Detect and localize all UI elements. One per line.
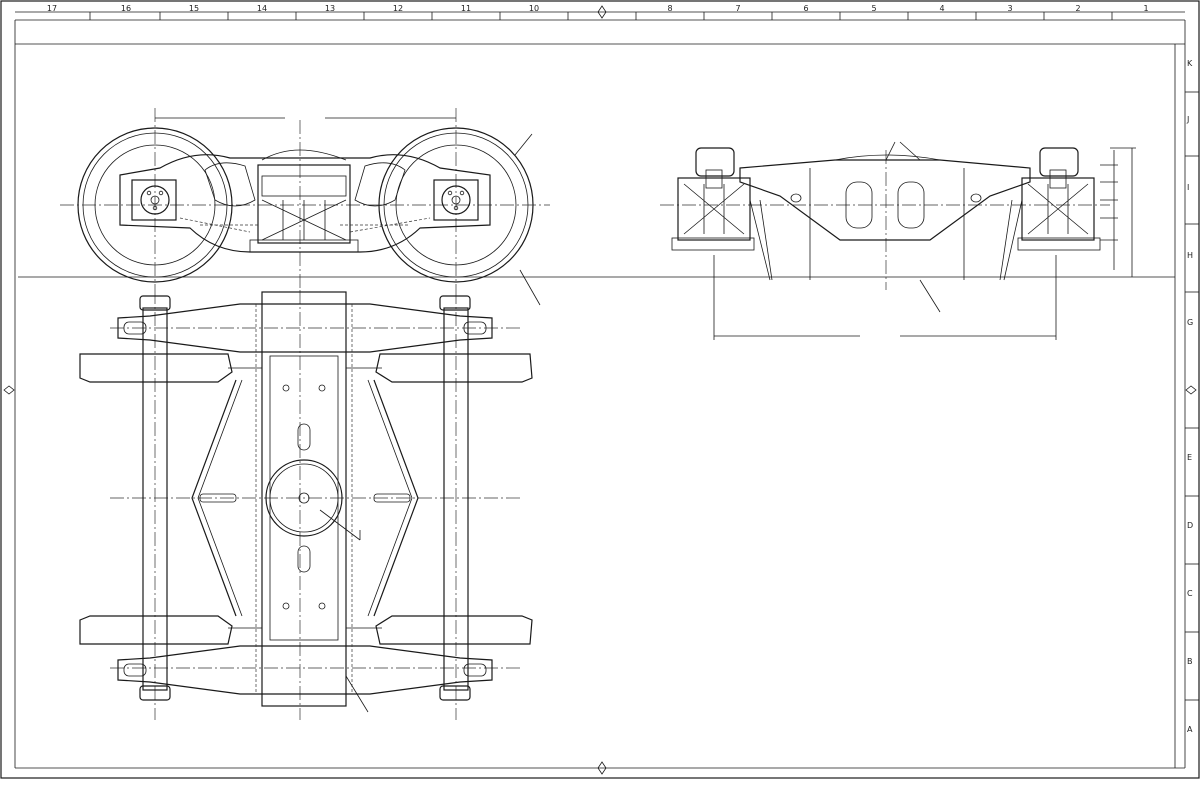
- col-label: 3: [1007, 4, 1012, 13]
- col-label: 2: [1075, 4, 1080, 13]
- center-plate: [265, 459, 343, 537]
- col-label: 11: [461, 4, 471, 13]
- col-label: 17: [47, 4, 57, 13]
- row-label: G: [1187, 318, 1193, 327]
- centering-marks: [3, 5, 1197, 775]
- right-journal-box: [433, 179, 479, 221]
- col-label: 13: [325, 4, 335, 13]
- col-label: 8: [667, 4, 672, 13]
- row-label: I: [1187, 183, 1189, 192]
- wheel-plan-tl: [79, 353, 233, 383]
- row-label: B: [1187, 657, 1193, 666]
- col-label: 7: [735, 4, 740, 13]
- side-frame: [119, 154, 491, 253]
- col-label: 14: [257, 4, 267, 13]
- end-sideframe-right: [999, 147, 1101, 281]
- left-journal-box: [131, 179, 177, 221]
- wheel-plan-tr: [375, 353, 533, 383]
- side-frame-bottom: [117, 645, 493, 695]
- brake-beam-left: [191, 379, 237, 617]
- col-label: 10: [529, 4, 539, 13]
- right-axle: [443, 307, 469, 691]
- col-label: 1: [1143, 4, 1148, 13]
- col-label: 5: [871, 4, 876, 13]
- row-label: H: [1187, 251, 1193, 260]
- col-label: 15: [189, 4, 199, 13]
- truck-side-elevation: [18, 108, 1175, 306]
- row-label: E: [1187, 453, 1192, 462]
- end-sideframe-left: [671, 147, 773, 281]
- wheel-plan-br: [375, 615, 533, 645]
- brake-beam-right: [373, 379, 419, 617]
- row-label: D: [1187, 521, 1193, 530]
- row-labels: K J I H G E D C B A: [1185, 59, 1199, 734]
- row-label: C: [1187, 589, 1193, 598]
- truck-end-elevation: [660, 141, 1136, 340]
- col-label: 12: [393, 4, 403, 13]
- truck-plan-view: [79, 290, 533, 720]
- left-axle: [142, 307, 168, 691]
- bolster: [261, 291, 347, 707]
- column-labels: 17 16 15 14 13 12 11 10 8 7 6 5 4 3 2 1: [47, 4, 1149, 13]
- col-label: 4: [939, 4, 944, 13]
- side-frame-top: [117, 303, 493, 353]
- end-bolster: [739, 159, 1031, 241]
- spring-nest: [257, 164, 351, 244]
- row-label: J: [1186, 115, 1189, 124]
- wheel-plan-bl: [79, 615, 233, 645]
- column-ticks: [89, 12, 1113, 20]
- row-label: A: [1187, 725, 1193, 734]
- col-label: 16: [121, 4, 131, 13]
- col-label: 6: [803, 4, 808, 13]
- row-label: K: [1187, 59, 1193, 68]
